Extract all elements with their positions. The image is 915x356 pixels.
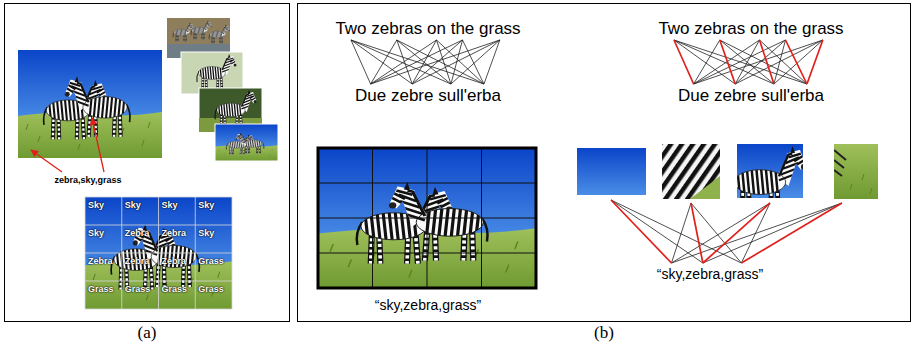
panel-frame: (b) — [297, 3, 911, 322]
region-link — [691, 203, 741, 263]
grid-cell-label: Sky — [88, 200, 104, 210]
panel-frame: (a) — [4, 3, 290, 322]
grid-cell-label: Zebra — [88, 256, 113, 266]
image-tag: zebra,sky,grass — [55, 175, 122, 185]
word-link — [436, 40, 483, 84]
labelled-grid-photo — [85, 197, 232, 309]
aligned-region-link — [611, 200, 671, 263]
target-sentence: Due zebre sull'erba — [355, 86, 501, 106]
grid-cell-label: Sky — [162, 200, 178, 210]
grid-cell-label: Sky — [198, 228, 214, 238]
sky-segment — [577, 148, 646, 195]
caption-tags: “sky,zebra,grass” — [375, 297, 481, 313]
aligned-word-link — [759, 40, 773, 84]
word-link — [720, 40, 774, 84]
grid-cell-label: Sky — [88, 228, 104, 238]
grid-cell-label: Zebra — [162, 256, 187, 266]
grid-cell-label: Grass — [162, 284, 188, 294]
source-sentence: Two zebras on the grass — [658, 19, 843, 39]
grid-cell-label: Sky — [198, 200, 214, 210]
word-link — [694, 40, 786, 84]
word-link — [451, 40, 500, 84]
word-link — [735, 40, 823, 84]
aligned-region-link — [703, 203, 770, 263]
word-link — [397, 40, 451, 84]
word-link — [735, 40, 785, 84]
zebra-photo — [18, 50, 162, 158]
word-link — [351, 40, 484, 84]
zebra-segment — [662, 144, 720, 199]
aligned-word-link — [674, 40, 694, 84]
target-sentence: Due zebre sull'erba — [678, 86, 824, 106]
grid-cell-label: Grass — [125, 284, 151, 294]
region-link — [703, 203, 842, 263]
word-link — [484, 40, 500, 84]
aligned-region-link — [691, 203, 703, 263]
region-link — [671, 203, 842, 263]
source-sentence: Two zebras on the grass — [335, 19, 520, 39]
grid-cell-label: Zebra — [125, 228, 150, 238]
caption-tags: “sky,zebra,grass” — [657, 266, 763, 282]
region-link — [611, 200, 741, 263]
word-link — [674, 40, 807, 84]
word-link — [371, 40, 463, 84]
grid-cell-label: Grass — [88, 284, 114, 294]
aligned-word-link — [785, 40, 806, 84]
grid-cell-label: Sky — [125, 200, 141, 210]
aligned-word-link — [807, 40, 823, 84]
aligned-region-link — [741, 203, 842, 263]
panel-label: (a) — [5, 324, 289, 343]
grid-cell-label: Zebra — [162, 228, 187, 238]
zebra-head-segment — [737, 144, 803, 198]
grid-cell-label: Zebra — [125, 256, 150, 266]
grid-photo — [318, 148, 536, 288]
grid-cell-label: Grass — [198, 284, 224, 294]
region-link — [671, 203, 691, 263]
word-link — [720, 40, 807, 84]
word-link — [371, 40, 437, 84]
grass-segment — [834, 144, 878, 199]
word-link — [694, 40, 760, 84]
tag-arrows — [31, 118, 104, 172]
word-link — [412, 40, 500, 84]
word-link — [774, 40, 823, 84]
thumbnail-stack — [167, 18, 278, 161]
aligned-word-link — [720, 40, 735, 84]
word-link — [397, 40, 484, 84]
grid-cell-label: Grass — [198, 256, 224, 266]
word-link — [759, 40, 806, 84]
panel-label: (b) — [298, 324, 910, 343]
thumbnail-zebra — [215, 124, 278, 161]
word-link — [371, 40, 500, 84]
region-link — [611, 200, 703, 263]
word-link — [694, 40, 823, 84]
word-link — [412, 40, 462, 84]
